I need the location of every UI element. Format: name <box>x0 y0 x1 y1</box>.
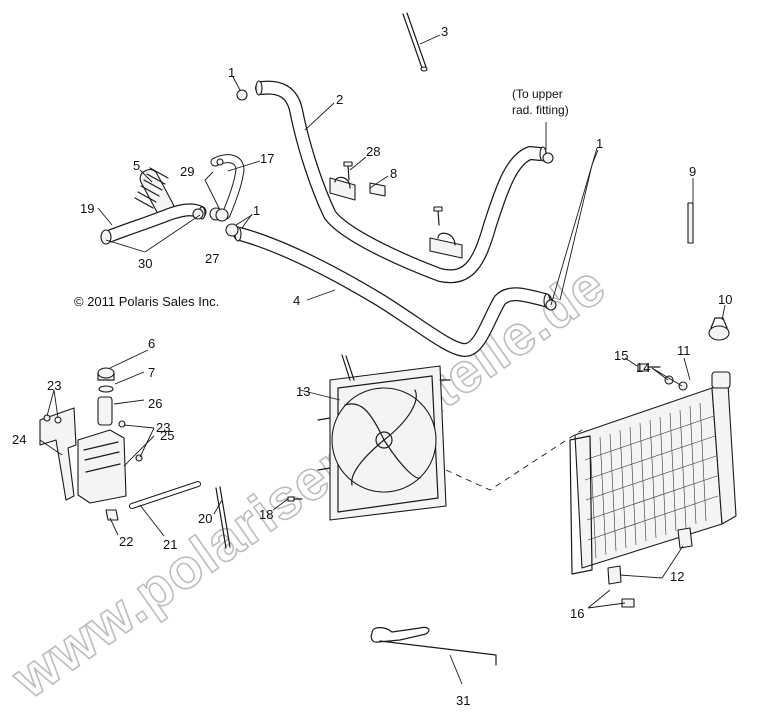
bolts-23-parts <box>43 414 143 462</box>
callout-27: 27 <box>205 251 219 266</box>
callout-14: 14 <box>636 360 650 375</box>
callout-7: 7 <box>148 365 155 380</box>
overflow-bottle-25-part <box>77 429 127 504</box>
radiator-cap-10-part <box>708 317 730 341</box>
strap-20-part <box>215 486 231 549</box>
tube-3-part <box>402 12 428 72</box>
callout-16: 16 <box>570 606 584 621</box>
callout-25: 25 <box>160 428 174 443</box>
ring-7-part <box>98 385 114 393</box>
callout-30: 30 <box>138 256 152 271</box>
callout-21: 21 <box>163 537 177 552</box>
callout-1-right: 1 <box>596 136 603 151</box>
callout-23-left: 23 <box>47 378 61 393</box>
callout-15: 15 <box>614 348 628 363</box>
callout-4: 4 <box>293 293 300 308</box>
callout-20: 20 <box>198 511 212 526</box>
callout-31: 31 <box>456 693 470 708</box>
radiator-11-part <box>569 371 737 575</box>
nut-14-part <box>664 375 688 391</box>
callout-11: 11 <box>677 343 691 358</box>
callout-10: 10 <box>718 292 732 307</box>
cap-6-part <box>97 367 115 381</box>
grommet-12-part <box>607 527 693 585</box>
callout-5: 5 <box>133 158 140 173</box>
callout-23-right: 23 <box>156 420 170 435</box>
pin-9-part <box>687 202 694 244</box>
fitting-22-part <box>105 509 119 521</box>
callout-6: 6 <box>148 336 155 351</box>
radiator-core <box>584 402 719 559</box>
callout-3: 3 <box>441 24 448 39</box>
bolt-15-part <box>637 363 661 372</box>
note-line-1: (To upper <box>512 87 563 101</box>
clamp-1-parts <box>192 89 557 311</box>
callout-13: 13 <box>296 384 310 399</box>
hose-2-part <box>255 80 547 284</box>
rod-21-part <box>129 481 201 509</box>
note-line-2: rad. fitting) <box>512 103 569 117</box>
callout-19: 19 <box>80 201 94 216</box>
rod-31-part <box>370 626 497 666</box>
callout-labels: 1 2 3 4 5 6 7 8 9 10 11 12 13 14 15 16 1… <box>12 24 732 708</box>
leader-lines <box>39 34 726 685</box>
bracket-8-part <box>329 176 463 259</box>
sleeve-5-part <box>134 167 175 218</box>
callout-29: 29 <box>180 164 194 179</box>
callout-8: 8 <box>390 166 397 181</box>
callout-12: 12 <box>670 569 684 584</box>
callout-1-top: 1 <box>228 65 235 80</box>
callout-24: 24 <box>12 432 26 447</box>
callout-1-mid: 1 <box>253 203 260 218</box>
callout-9: 9 <box>689 164 696 179</box>
callout-22: 22 <box>119 534 133 549</box>
dashed-guide-line <box>445 429 583 491</box>
neck-26-part <box>97 396 113 426</box>
callout-28: 28 <box>366 144 380 159</box>
hose-19-part <box>100 203 207 245</box>
callout-2: 2 <box>336 92 343 107</box>
copyright-text: © 2011 Polaris Sales Inc. <box>74 294 219 309</box>
callout-18: 18 <box>259 507 273 522</box>
fan-shroud-13-part <box>317 354 451 521</box>
callout-17: 17 <box>260 151 274 166</box>
callout-26: 26 <box>148 396 162 411</box>
hose-17-part <box>210 154 245 220</box>
bolt-28-part <box>343 161 443 226</box>
